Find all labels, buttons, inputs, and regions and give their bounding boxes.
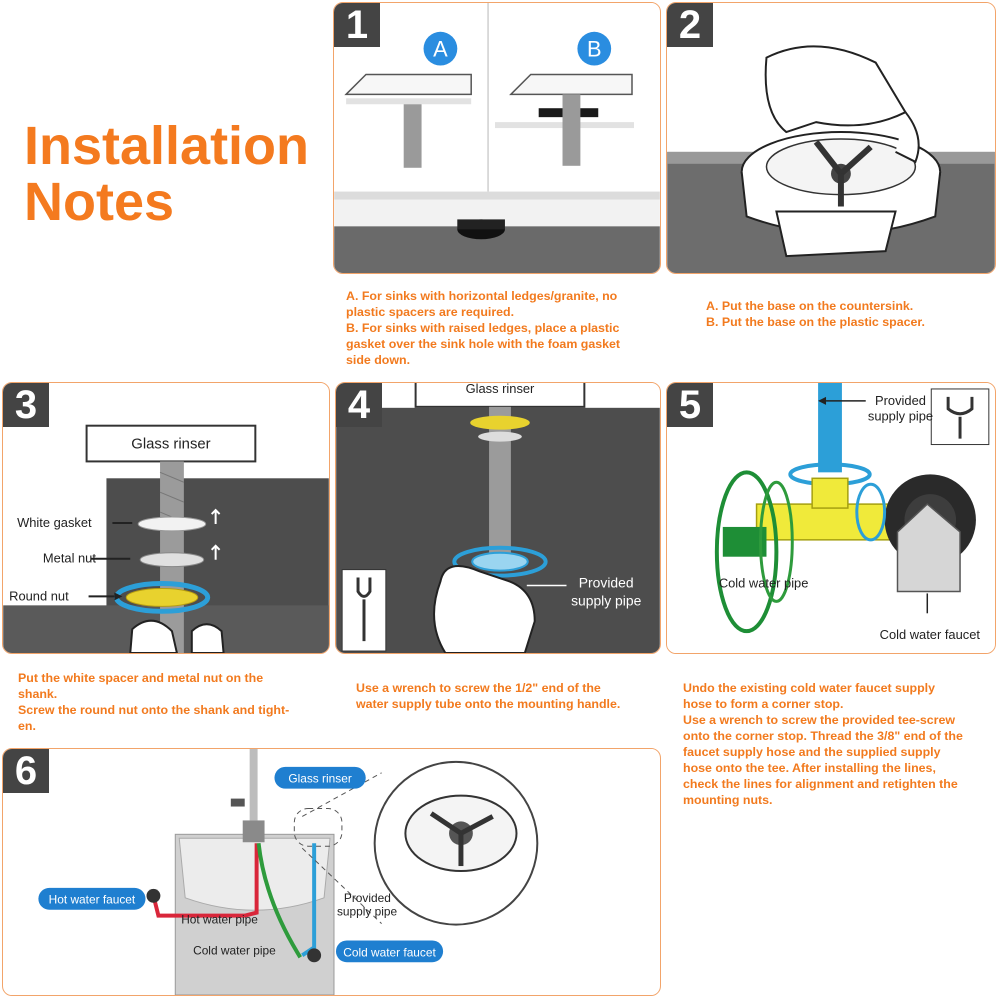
- step-6-illustration: Glass rinser Hot water faucet Cold water…: [4, 749, 659, 995]
- step-5-illustration: Provided supply pipe Cold water pipe Col…: [667, 383, 995, 653]
- step-6-glass-rinser-label: Glass rinser: [288, 772, 351, 786]
- step-4-illustration: Provided supply pipe Glass rinser: [336, 383, 660, 653]
- step-6-hot-pipe-label: Hot water pipe: [181, 913, 258, 927]
- step-1-label-a: A: [433, 37, 448, 62]
- step-5-note: Undo the existing cold water faucet supp…: [683, 681, 963, 807]
- step-4-note: Use a wrench to screw the 1/2" end of th…: [356, 681, 621, 711]
- step-2-panel: 2: [666, 2, 996, 274]
- step-3-number: 3: [3, 383, 49, 427]
- step-2-illustration: [667, 3, 995, 273]
- step-5-panel: Provided supply pipe Cold water pipe Col…: [666, 382, 996, 654]
- step-3-metal-nut-label: Metal nut: [43, 551, 96, 566]
- step-5-supply-label-2: supply pipe: [868, 409, 933, 424]
- step-6-cold-faucet-label: Cold water faucet: [343, 945, 436, 959]
- title-line-1: Installation: [24, 116, 310, 176]
- step-4-sign-label: Glass rinser: [466, 383, 535, 396]
- step-6-number: 6: [3, 749, 49, 793]
- step-6-panel: Glass rinser Hot water faucet Cold water…: [2, 748, 661, 996]
- step-2-number: 2: [667, 3, 713, 47]
- title-line-2: Notes: [24, 172, 175, 232]
- page-title: Installation Notes: [24, 118, 324, 230]
- step-1-panel: A B 1: [333, 2, 661, 274]
- step-2-note: A. Put the base on the countersink. B. P…: [706, 299, 925, 329]
- step-3-sign-label: Glass rinser: [131, 437, 210, 453]
- step-4-supply-label-2: supply pipe: [571, 592, 641, 608]
- step-3-illustration: Glass rinser White gasket Metal nut Roun…: [3, 383, 329, 653]
- step-6-supply-label-1: Provided: [344, 891, 391, 905]
- step-6-supply-label-2: supply pipe: [337, 905, 398, 919]
- step-5-supply-label-1: Provided: [875, 393, 926, 408]
- step-1-circle-b: [577, 31, 612, 66]
- step-1-illustration: A B: [334, 3, 660, 273]
- step-5-cold-pipe-label: Cold water pipe: [719, 575, 809, 590]
- step-4-panel: Provided supply pipe Glass rinser 4: [335, 382, 661, 654]
- step-1-circle-a: [423, 31, 458, 66]
- step-6-hot-faucet-label: Hot water faucet: [49, 893, 136, 907]
- step-3-panel: Glass rinser White gasket Metal nut Roun…: [2, 382, 330, 654]
- step-3-white-gasket-label: White gasket: [17, 515, 92, 530]
- step-3-round-nut-label: Round nut: [9, 588, 69, 603]
- step-1-number: 1: [334, 3, 380, 47]
- step-5-number: 5: [667, 383, 713, 427]
- step-1-note: A. For sinks with horizontal ledges/gran…: [346, 289, 621, 367]
- step-6-cold-pipe-label: Cold water pipe: [193, 943, 276, 957]
- step-4-number: 4: [336, 383, 382, 427]
- step-1-label-b: B: [587, 37, 602, 62]
- step-4-supply-label-1: Provided: [579, 574, 634, 590]
- step-5-cold-faucet-label: Cold water faucet: [880, 627, 981, 642]
- step-3-note: Put the white spacer and metal nut on th…: [18, 671, 290, 733]
